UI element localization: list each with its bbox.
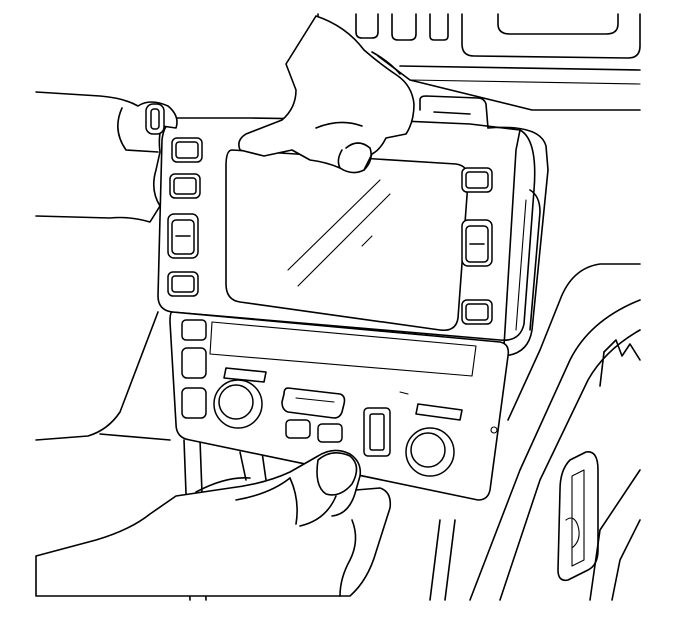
side-panel-handle [557, 451, 599, 582]
radio-control-panel [169, 311, 510, 501]
center-console [183, 263, 641, 601]
bezel-buttons [167, 137, 493, 325]
navigation-display [225, 149, 470, 332]
hand-upper [238, 15, 415, 174]
hand-left [35, 91, 178, 441]
hand-lower [35, 449, 392, 597]
